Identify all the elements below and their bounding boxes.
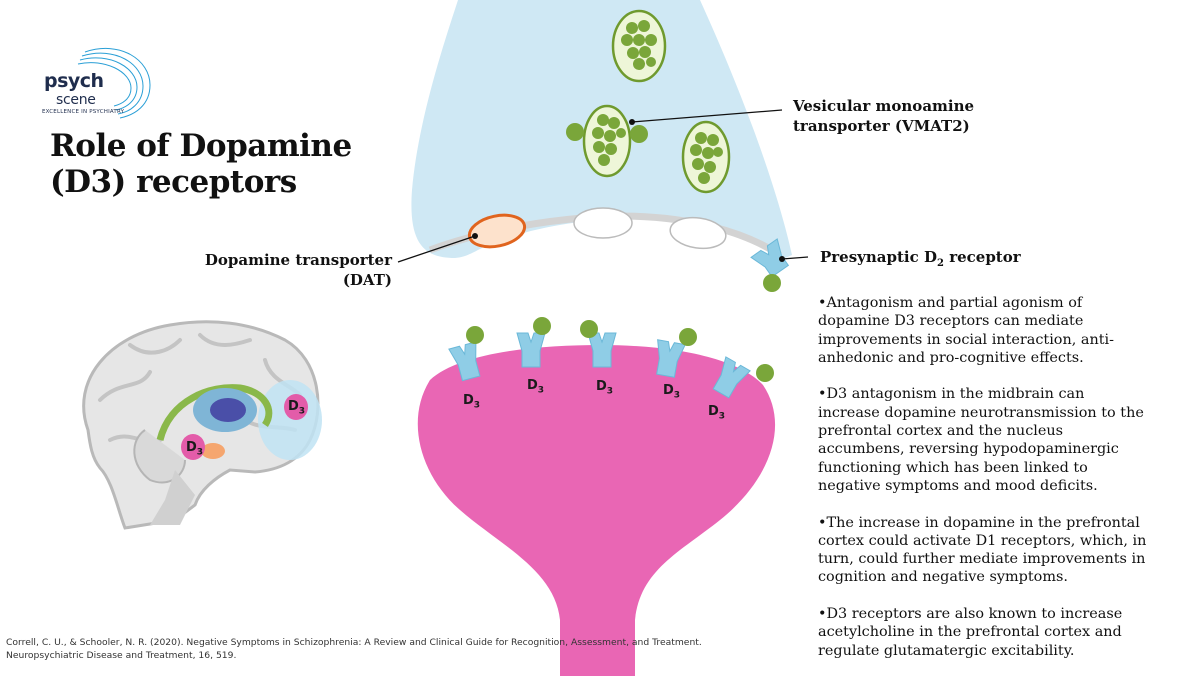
dopamine-molecule bbox=[580, 320, 598, 338]
dopamine-molecule bbox=[763, 274, 781, 292]
psych-scene-logo: psych scene EXCELLENCE IN PSYCHIATRY bbox=[42, 42, 162, 122]
d3-letter: D bbox=[663, 383, 674, 398]
dopamine-molecule bbox=[679, 328, 697, 346]
bullet-point: •D3 antagonism in the midbrain can incre… bbox=[818, 386, 1144, 494]
d3-sub: 3 bbox=[298, 406, 306, 417]
d3-letter: D bbox=[288, 399, 299, 414]
dat-label: Dopamine transporter (DAT) bbox=[204, 251, 392, 289]
dopamine-molecule bbox=[533, 317, 551, 335]
dopamine-transporter-dat bbox=[467, 213, 527, 249]
logo-brand-line2: scene bbox=[56, 92, 96, 108]
brain-illustration bbox=[82, 320, 322, 530]
d3-letter: D bbox=[596, 379, 607, 394]
dopamine-molecule bbox=[756, 364, 774, 382]
d3-receptor bbox=[656, 339, 686, 378]
d3-receptor-label: D3 bbox=[663, 383, 680, 401]
vesicle bbox=[582, 104, 632, 178]
dopamine-molecule bbox=[466, 326, 484, 344]
d3-letter: D bbox=[463, 393, 474, 408]
presynaptic-d2-receptor bbox=[750, 238, 790, 278]
d3-sub: 3 bbox=[537, 385, 545, 396]
d3-receptor bbox=[516, 332, 546, 368]
d3-receptor bbox=[448, 341, 481, 382]
membrane-pore bbox=[573, 207, 633, 239]
dopamine-molecule bbox=[630, 125, 648, 143]
dopamine-molecule bbox=[566, 123, 584, 141]
d3-sub: 3 bbox=[718, 411, 726, 422]
d3-letter: D bbox=[527, 378, 538, 393]
membrane-pore bbox=[669, 216, 727, 250]
d2-receptor-label: Presynaptic D2 receptor bbox=[820, 247, 1040, 274]
psych-scene-logo-mark bbox=[77, 47, 151, 119]
bullet-list: •Antagonism and partial agonism of dopam… bbox=[818, 294, 1148, 678]
d3-receptor bbox=[587, 332, 617, 368]
vmat-label: Vesicular monoamine transporter (VMAT2) bbox=[793, 97, 975, 135]
d3-region-marker bbox=[284, 394, 308, 420]
d3-region-marker bbox=[181, 434, 205, 460]
d3-receptor-label: D3 bbox=[527, 378, 544, 396]
citation: Correll, C. U., & Schooler, N. R. (2020)… bbox=[6, 637, 702, 661]
bullet-point: •The increase in dopamine in the prefron… bbox=[818, 514, 1147, 586]
dat-pointer-line bbox=[397, 235, 476, 263]
d2-label-prefix: Presynaptic D bbox=[820, 248, 937, 266]
d3-receptor-label: D3 bbox=[463, 393, 480, 411]
postsynaptic-neuron bbox=[417, 345, 776, 676]
d3-receptor-label: D3 bbox=[596, 379, 613, 397]
d2-label-suffix: receptor bbox=[943, 248, 1021, 266]
d3-letter: D bbox=[186, 440, 197, 455]
d3-sub: 3 bbox=[606, 386, 614, 397]
bullet-point: •D3 receptors are also known to increase… bbox=[818, 606, 1123, 659]
d3-sub: 3 bbox=[196, 447, 204, 458]
logo-tagline: EXCELLENCE IN PSYCHIATRY bbox=[42, 109, 125, 115]
d2-pointer-line bbox=[781, 256, 809, 260]
d3-receptor bbox=[712, 356, 751, 399]
vmat-pointer-line bbox=[631, 109, 783, 123]
d3-brain-label: D3 bbox=[288, 399, 305, 417]
d3-receptor-label: D3 bbox=[708, 404, 725, 422]
d3-letter: D bbox=[708, 404, 719, 419]
logo-brand-line1: psych bbox=[44, 70, 104, 92]
vesicle bbox=[681, 120, 731, 194]
d3-brain-label: D3 bbox=[186, 440, 203, 458]
d2-label-sub: 2 bbox=[937, 258, 944, 269]
vesicle bbox=[611, 9, 667, 83]
d3-sub: 3 bbox=[473, 400, 481, 411]
d3-sub: 3 bbox=[673, 390, 681, 401]
page-title: Role of Dopamine (D3) receptors bbox=[50, 128, 352, 200]
bullet-point: •Antagonism and partial agonism of dopam… bbox=[818, 295, 1114, 366]
